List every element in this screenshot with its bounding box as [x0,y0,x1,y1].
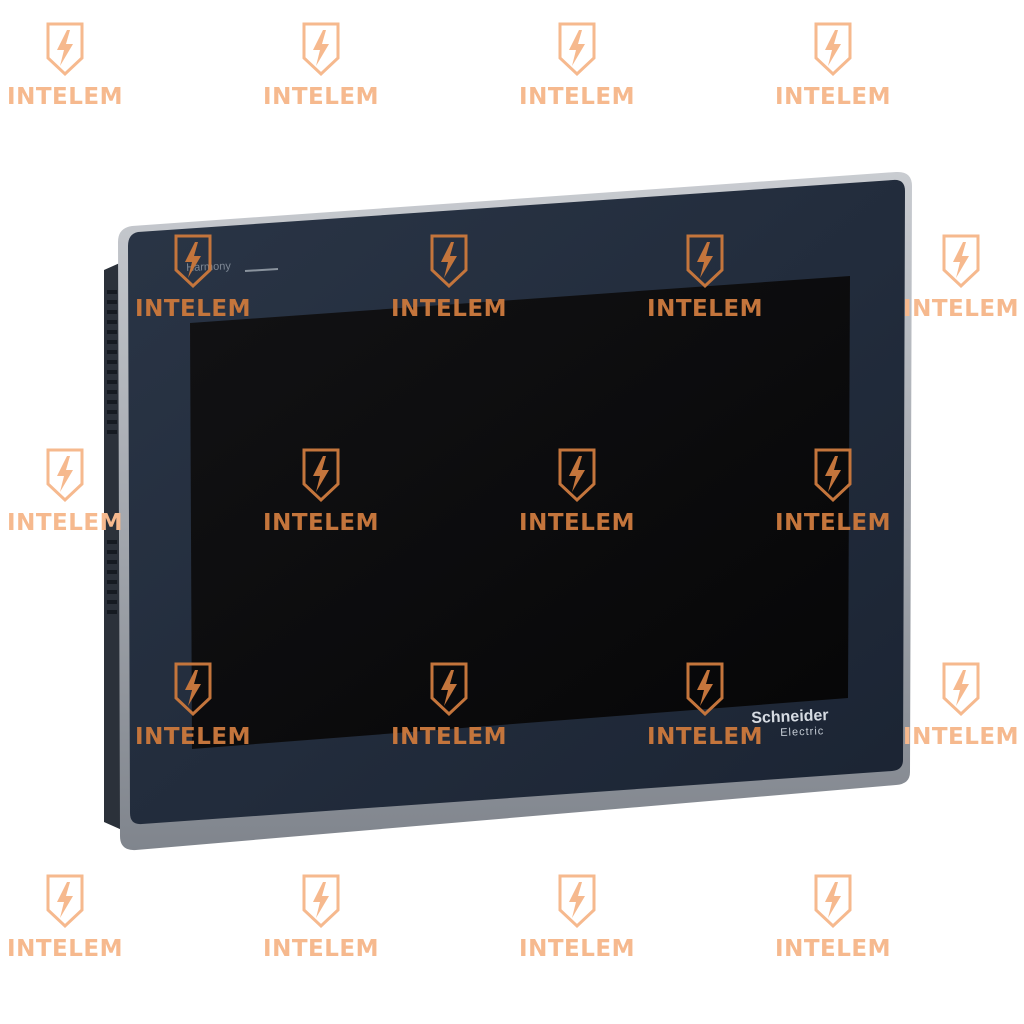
brand-name: Schneider [750,707,829,727]
side-housing [104,262,122,830]
screen[interactable] [190,276,850,749]
model-label: Harmony [186,260,232,274]
brand-sub: Electric [780,725,825,739]
status-led [244,268,279,272]
